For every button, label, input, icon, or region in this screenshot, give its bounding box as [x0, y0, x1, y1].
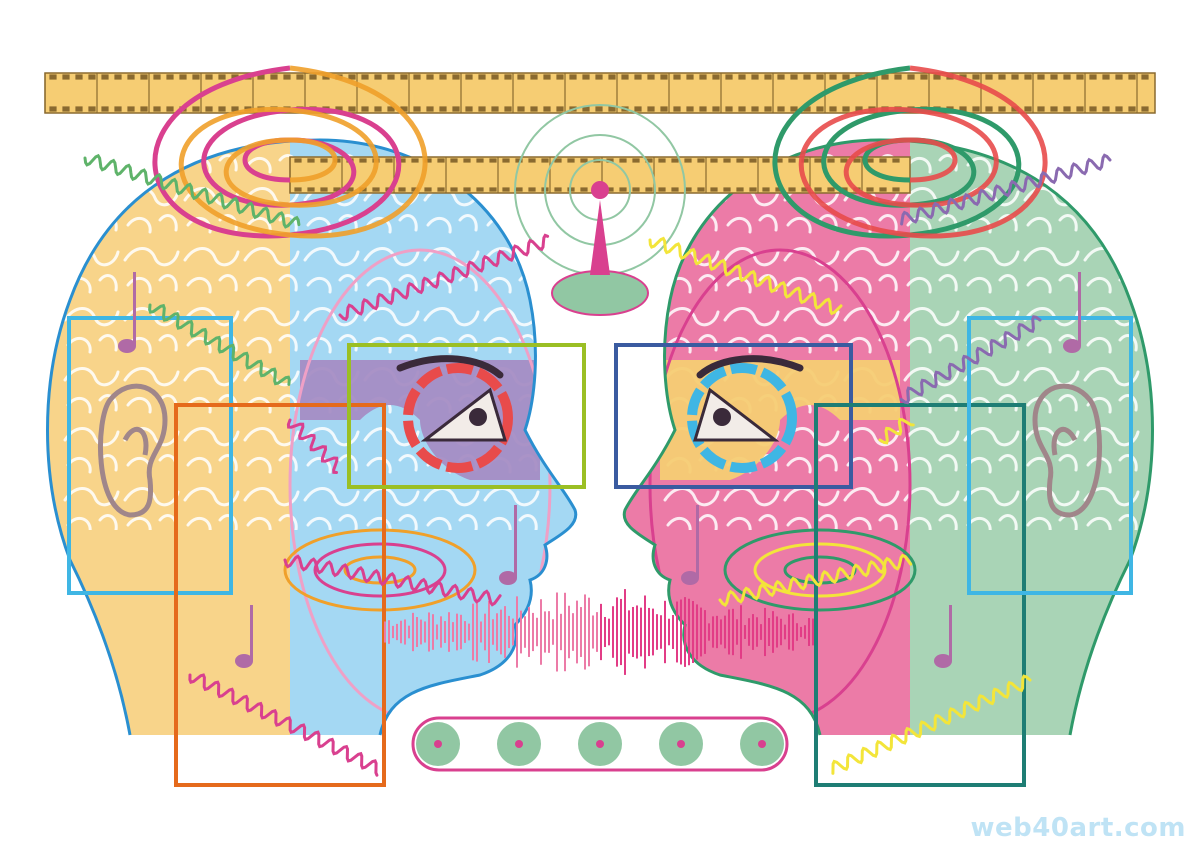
- squiggle-waves: [83, 153, 1112, 777]
- right-eye-zone: [660, 360, 900, 480]
- film-strip-icon: [44, 72, 1156, 114]
- watermark: web40art.com: [970, 813, 1186, 843]
- eye-icon: [396, 355, 513, 473]
- left-head-outline: [46, 138, 578, 736]
- spiral-icon: [152, 65, 428, 239]
- antenna-icon: [514, 104, 686, 316]
- color-wheel-icon: [403, 363, 513, 473]
- color-wheel-icon: [687, 363, 797, 473]
- conveyor-belt: [411, 716, 789, 772]
- spiral-icon: [772, 65, 1048, 239]
- eye-icon: [687, 355, 804, 473]
- ear-icon: [97, 383, 168, 518]
- left-eye-zone: [300, 360, 540, 480]
- ear-icon: [1032, 383, 1103, 518]
- music-note-icon: [118, 272, 1081, 668]
- sound-wave-icon: [384, 589, 814, 675]
- frames: [67, 316, 1133, 787]
